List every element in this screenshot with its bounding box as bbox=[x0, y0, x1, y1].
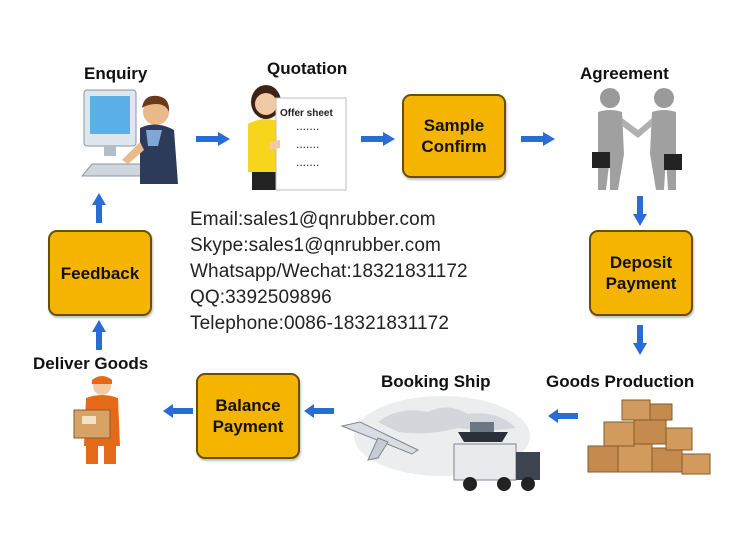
handshake-icon bbox=[592, 88, 682, 190]
label-booking-ship: Booking Ship bbox=[381, 372, 491, 391]
balance-payment-line1: Balance bbox=[215, 396, 281, 415]
box-sample-confirm: Sample Confirm bbox=[402, 94, 506, 178]
label-agreement: Agreement bbox=[580, 64, 669, 83]
arrow-left-3 bbox=[163, 404, 193, 418]
sample-confirm-line2: Confirm bbox=[421, 137, 487, 156]
deposit-payment-line1: Deposit bbox=[609, 253, 673, 272]
contact-email: Email:sales1@qnrubber.com bbox=[190, 209, 436, 230]
arrow-right-2 bbox=[361, 132, 395, 146]
sample-confirm-line1: Sample bbox=[423, 116, 485, 135]
label-enquiry: Enquiry bbox=[84, 64, 148, 83]
arrow-down-2 bbox=[633, 325, 647, 355]
arrow-down-1 bbox=[633, 196, 647, 226]
delivery-man-icon bbox=[73, 376, 120, 464]
box-deposit-payment: Deposit Payment bbox=[589, 230, 693, 316]
arrow-up-2 bbox=[92, 193, 106, 223]
box-balance-payment: Balance Payment bbox=[196, 373, 300, 459]
deposit-payment-line2: Payment bbox=[605, 274, 677, 293]
label-quotation: Quotation bbox=[267, 59, 348, 78]
svg-text:.......: ....... bbox=[296, 137, 319, 151]
arrow-up-1 bbox=[92, 320, 106, 350]
svg-text:.......: ....... bbox=[296, 155, 319, 169]
contact-telephone: Telephone:0086-18321831172 bbox=[190, 313, 449, 334]
svg-text:.......: ....... bbox=[296, 119, 319, 133]
arrow-right-1 bbox=[196, 132, 230, 146]
boxes-icon bbox=[587, 399, 711, 475]
arrow-left-1 bbox=[548, 409, 578, 423]
computer-user-icon bbox=[80, 89, 178, 184]
ship-plane-truck-icon bbox=[340, 396, 540, 491]
label-deliver-goods: Deliver Goods bbox=[33, 354, 149, 373]
arrow-right-3 bbox=[521, 132, 555, 146]
contact-skype: Skype:sales1@qnrubber.com bbox=[190, 235, 441, 256]
balance-payment-line2: Payment bbox=[212, 417, 284, 436]
label-goods-production: Goods Production bbox=[546, 372, 695, 391]
offer-sheet-woman-icon: Offer sheet ....... ....... ....... bbox=[248, 85, 347, 191]
contact-whatsapp: Whatsapp/Wechat:18321831172 bbox=[190, 261, 468, 282]
offer-sheet-title: Offer sheet bbox=[280, 108, 333, 119]
feedback-label: Feedback bbox=[60, 263, 140, 283]
contact-qq: QQ:3392509896 bbox=[190, 287, 332, 308]
arrow-left-2 bbox=[304, 404, 334, 418]
box-feedback: Feedback bbox=[48, 230, 152, 316]
